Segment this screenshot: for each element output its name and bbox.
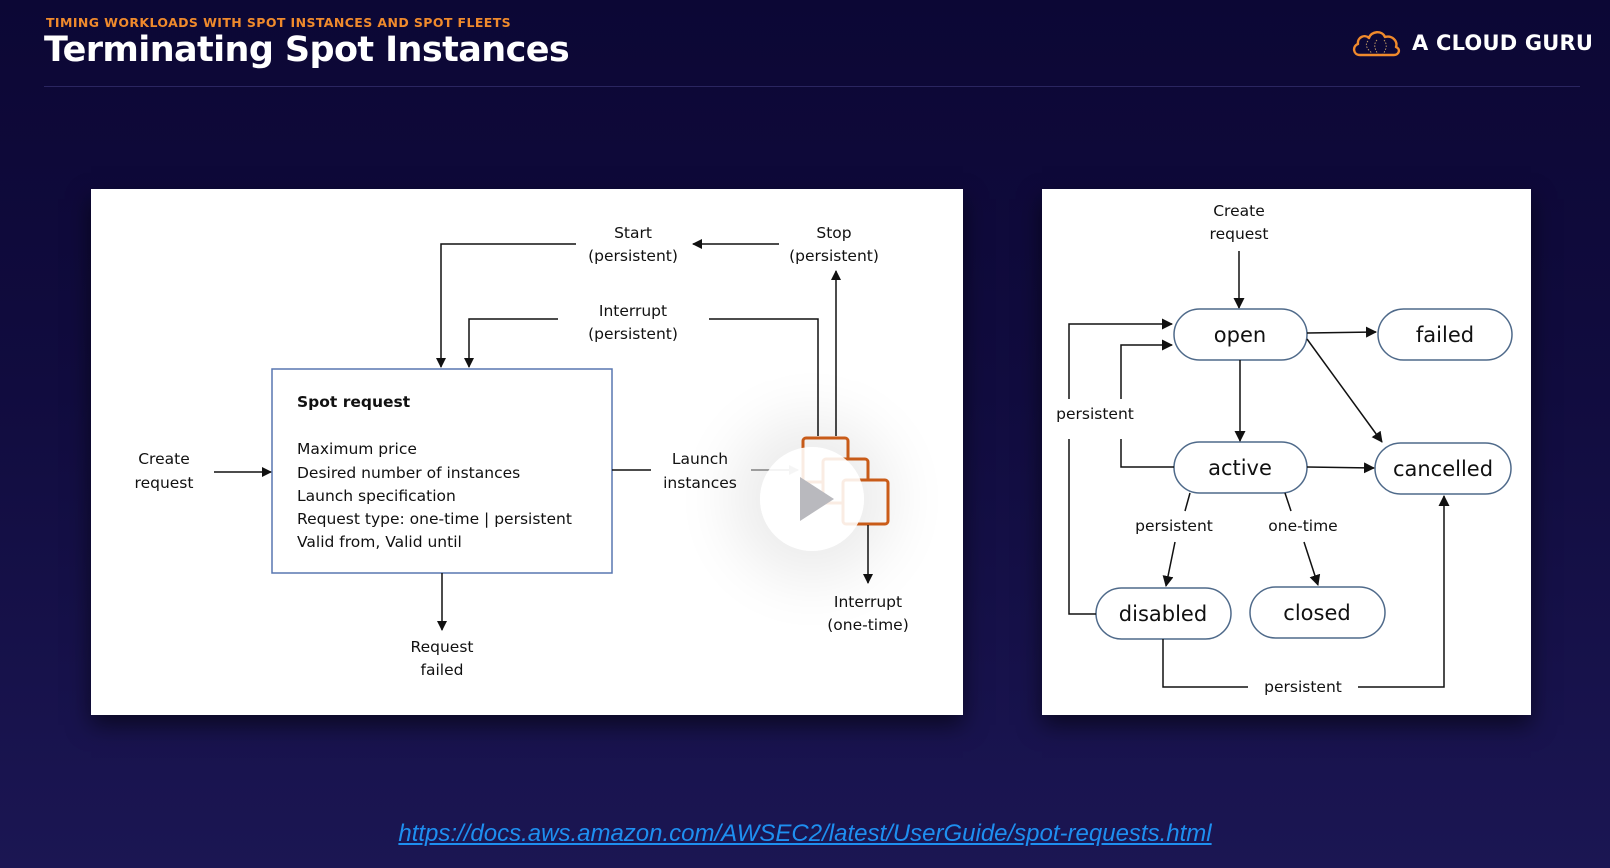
launch-instances-label: instances (663, 474, 737, 492)
create-request-label: request (135, 474, 194, 492)
state-open: open (1173, 308, 1308, 361)
start-to-request-arrow (436, 243, 576, 368)
active-closed-line (1284, 492, 1292, 512)
spot-request-field: Request type: one-time | persistent (297, 510, 572, 528)
spot-request-field: Launch specification (297, 487, 456, 505)
active-to-cancelled-arrow (1306, 462, 1375, 474)
persistent-label: persistent (1264, 678, 1342, 696)
logo: A CLOUD GURU (1350, 28, 1593, 58)
disabled-to-open-arrow-upper (1068, 318, 1173, 399)
request-failed-label: Request (411, 638, 474, 656)
interrupt-to-request-arrow (464, 318, 558, 368)
spot-request-field: Maximum price (297, 440, 417, 458)
spot-request-box (271, 368, 613, 574)
launch-instances-label: Launch (672, 450, 728, 468)
instances-to-interrupt-line (709, 318, 819, 436)
spot-request-field: Valid from, Valid until (297, 533, 462, 551)
start-persistent-label: Start (614, 224, 652, 242)
active-disabled-line (1184, 492, 1191, 512)
active-to-open-arrow-upper (1120, 339, 1173, 399)
start-persistent-label: (persistent) (588, 247, 678, 265)
create-request-label: Create (1213, 202, 1265, 220)
active-to-closed-arrow (1303, 541, 1321, 586)
svg-text:open: open (1214, 323, 1266, 347)
persistent-label: persistent (1135, 517, 1213, 535)
header-divider (44, 86, 1580, 87)
state-closed: closed (1249, 586, 1386, 639)
svg-text:closed: closed (1283, 601, 1350, 625)
persistent-label: persistent (1056, 405, 1134, 423)
spot-request-field: Desired number of instances (297, 464, 520, 482)
page-title: Terminating Spot Instances (44, 30, 570, 70)
docs-link-container: https://docs.aws.amazon.com/AWSEC2/lates… (0, 820, 1610, 848)
open-to-cancelled-arrow (1306, 338, 1383, 443)
disabled-to-cancelled-line (1162, 639, 1248, 688)
interrupt-onetime-label: Interrupt (834, 593, 902, 611)
cloud-icon (1352, 31, 1401, 57)
svg-text:failed: failed (1416, 323, 1474, 347)
svg-text:cancelled: cancelled (1393, 457, 1493, 481)
interrupt-persistent-label: Interrupt (599, 302, 667, 320)
stop-persistent-label: Stop (816, 224, 851, 242)
disabled-to-open-arrow (1068, 439, 1096, 615)
play-button[interactable] (760, 447, 864, 551)
spot-request-title: Spot request (297, 393, 411, 411)
interrupt-persistent-label: (persistent) (588, 325, 678, 343)
open-to-failed-arrow (1306, 326, 1377, 338)
disabled-to-cancelled-arrow (1358, 495, 1450, 688)
create-request-label: request (1210, 225, 1269, 243)
stop-persistent-label: (persistent) (789, 247, 879, 265)
spot-request-state-diagram: Create request open failed active cancel… (1042, 189, 1531, 715)
eyebrow-label: TIMING WORKLOADS WITH SPOT INSTANCES AND… (46, 15, 512, 30)
svg-text:active: active (1208, 456, 1272, 480)
active-to-disabled-arrow (1162, 541, 1176, 587)
docs-link[interactable]: https://docs.aws.amazon.com/AWSEC2/lates… (398, 820, 1212, 847)
state-failed: failed (1377, 308, 1513, 361)
active-to-open-arrow (1120, 439, 1174, 468)
interrupt-onetime-label: (one-time) (827, 616, 909, 634)
play-icon (800, 477, 834, 521)
state-disabled: disabled (1095, 587, 1232, 640)
request-failed-label: failed (421, 661, 464, 679)
one-time-label: one-time (1268, 517, 1337, 535)
svg-text:disabled: disabled (1119, 602, 1207, 626)
logo-text: A CLOUD GURU (1412, 31, 1594, 55)
state-active: active (1173, 441, 1308, 494)
create-request-label: Create (138, 450, 190, 468)
state-cancelled: cancelled (1374, 442, 1512, 495)
